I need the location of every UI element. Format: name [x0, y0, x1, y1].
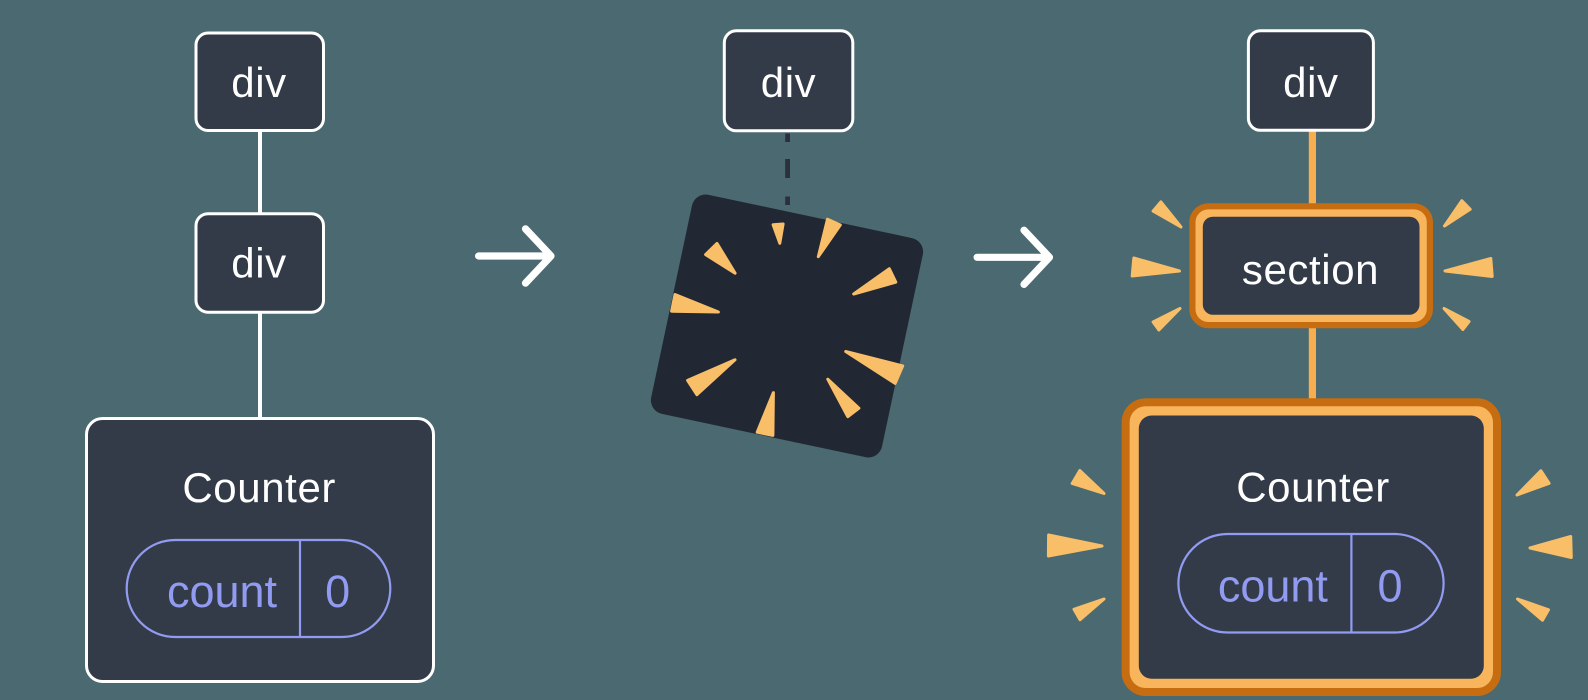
svg-text:section: section	[1242, 246, 1379, 293]
svg-text:div: div	[231, 59, 287, 106]
svg-text:Counter: Counter	[1236, 464, 1390, 511]
svg-text:div: div	[761, 59, 817, 106]
svg-text:div: div	[1283, 59, 1339, 106]
svg-text:count: count	[1218, 561, 1329, 612]
svg-text:0: 0	[1377, 561, 1402, 612]
svg-text:div: div	[231, 240, 287, 287]
svg-text:0: 0	[325, 566, 350, 617]
svg-text:count: count	[167, 566, 278, 617]
svg-text:Counter: Counter	[182, 464, 336, 511]
